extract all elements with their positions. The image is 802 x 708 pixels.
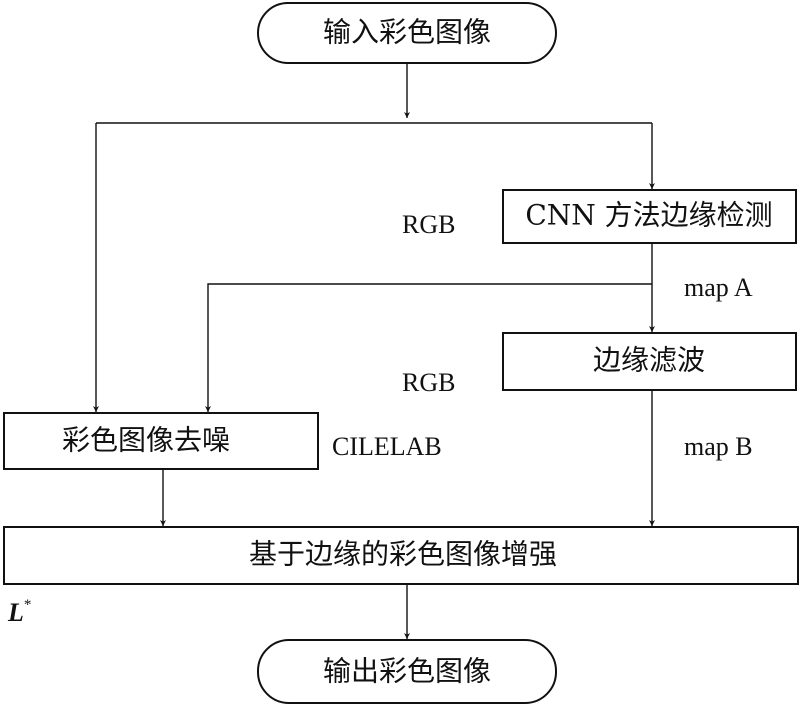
map-a-label: map A	[684, 273, 753, 302]
l-star-label: L*	[7, 597, 31, 627]
denoise-box	[3, 412, 319, 470]
node-input: 输入彩色图像	[257, 2, 557, 64]
rgb-label-top: RGB	[402, 210, 455, 239]
node-cnn-edge-detection: CNN 方法边缘检测	[502, 189, 797, 244]
node-edge-filter: 边缘滤波	[502, 332, 797, 391]
enhance-label: 基于边缘的彩色图像增强	[249, 538, 557, 571]
input-terminal	[257, 2, 557, 64]
input-label: 输入彩色图像	[323, 16, 491, 49]
cielab-label: CILELAB	[332, 432, 442, 461]
connectors	[93, 64, 655, 639]
edge-filter-label: 边缘滤波	[593, 344, 705, 377]
node-output: 输出彩色图像	[257, 639, 557, 704]
node-enhance: 基于边缘的彩色图像增强	[3, 526, 799, 585]
l-star-base: L	[7, 598, 24, 627]
enhance-box	[3, 526, 799, 585]
map-b-label: map B	[684, 432, 753, 461]
arrow-mapA-to-denoise	[205, 283, 652, 412]
output-terminal	[257, 639, 557, 704]
rgb-label-mid: RGB	[402, 368, 455, 397]
cnn-edge-label: CNN 方法边缘检测	[525, 199, 772, 232]
output-label: 输出彩色图像	[323, 655, 491, 688]
denoise-label: 彩色图像去噪	[62, 424, 230, 457]
node-denoise: 彩色图像去噪	[3, 412, 319, 470]
edge-filter-box	[502, 332, 797, 391]
cnn-edge-box	[502, 189, 797, 244]
l-star-superscript: *	[24, 597, 32, 613]
